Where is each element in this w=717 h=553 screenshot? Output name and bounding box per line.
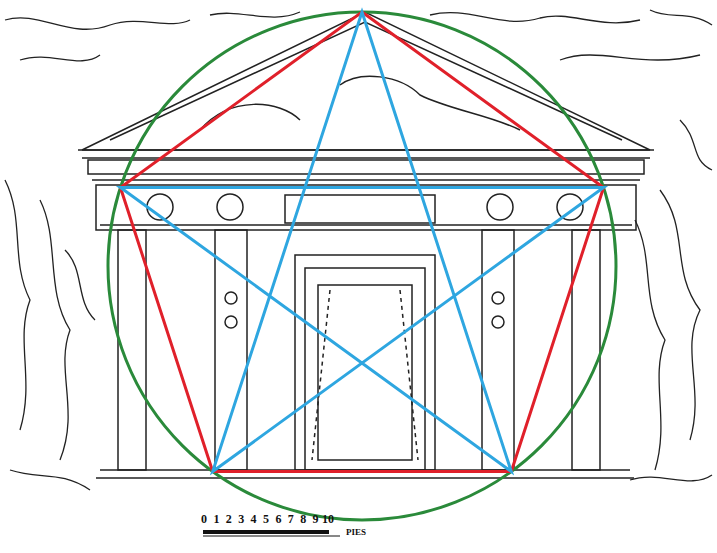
rock-scribbles [5,10,712,490]
green-circle [108,12,616,520]
unit-label: PIES [346,528,366,537]
geometry-overlay [108,12,616,520]
scale-number: 0 [201,513,207,525]
scale-number: 2 [226,513,232,525]
red-pentagon [120,12,603,471]
scale-number: 8 [300,513,306,525]
blue-pentagram [120,12,603,471]
scale-number: 4 [251,513,257,525]
scale-number: 7 [288,513,294,525]
scale-number: 1 [213,513,219,525]
scale-bar [203,530,340,536]
temple-facade [78,12,654,478]
scale-number: 5 [263,513,269,525]
scale-number: 3 [238,513,244,525]
scale-number: 10 [322,513,334,525]
scale-number: 9 [313,513,319,525]
scale-number: 6 [275,513,281,525]
